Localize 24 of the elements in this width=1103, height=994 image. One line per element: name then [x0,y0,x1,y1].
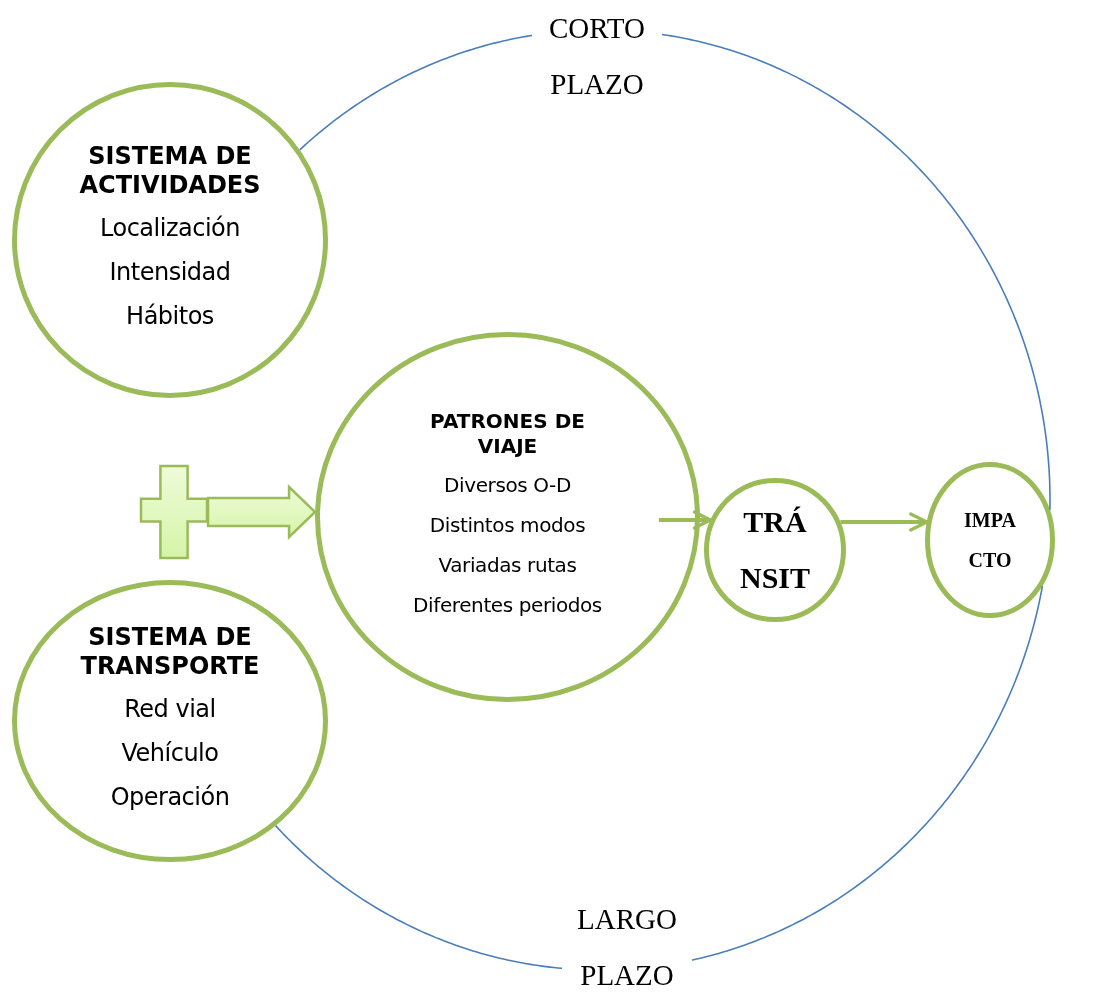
node-heading: SISTEMA DE TRANSPORTE [79,623,261,681]
node-heading: SISTEMA DE ACTIVIDADES [78,142,262,200]
node-item: Variadas rutas [438,552,577,579]
node-item: Diferentes periodos [413,592,602,619]
node-item: Vehículo [121,738,219,769]
arrow [659,510,713,530]
cycle-arc [691,585,1044,961]
node-label: IMPA CTO [963,508,1017,573]
cycle-arc [298,34,533,151]
node-item: Hábitos [126,301,214,332]
node-item: Red vial [124,694,216,725]
block-arrow [206,484,317,540]
node-item: Operación [110,782,230,813]
node-item: Distintos modos [429,512,586,539]
time-label: CORTO PLAZO [548,11,646,102]
cycle-arc [661,33,1051,511]
node-item: Localización [100,213,240,244]
node-item: Diversos O-D [444,472,571,499]
time-label: LARGO PLAZO [576,902,678,993]
arrow [840,512,929,532]
node-item: Intensidad [109,257,231,288]
node-heading: PATRONES DE VIAJE [429,409,586,459]
node-label: TRÁ NSIT [738,504,811,596]
cycle-arc [274,825,563,970]
